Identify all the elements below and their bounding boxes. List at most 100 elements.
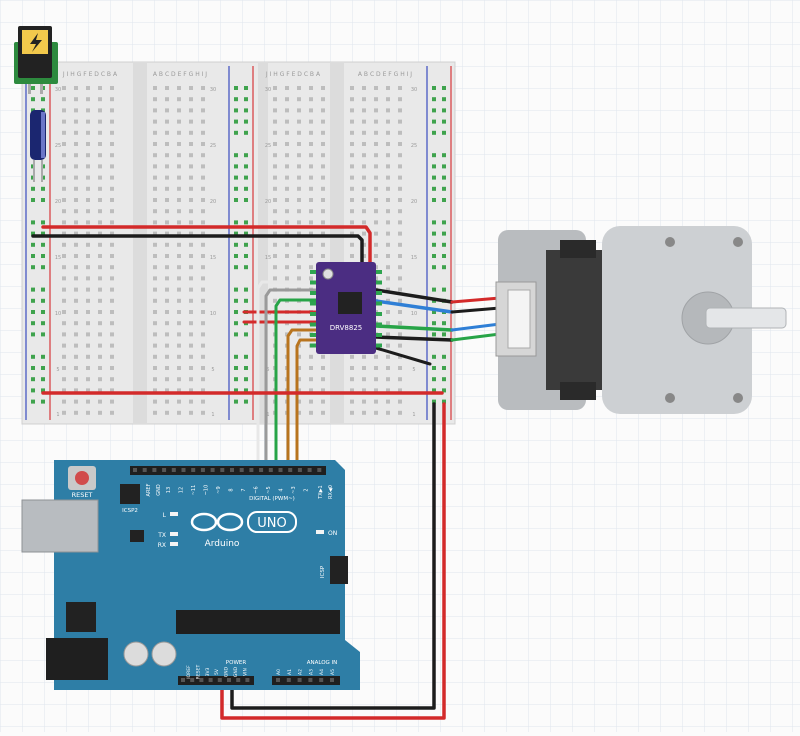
breadboard-hole	[362, 209, 366, 214]
digital-pin-label: 8	[229, 488, 235, 491]
breadboard-hole	[86, 265, 90, 270]
rail-hole	[234, 254, 238, 258]
breadboard-hole	[86, 321, 90, 326]
breadboard-hole	[110, 265, 114, 270]
breadboard-hole	[285, 265, 289, 270]
rail-hole	[31, 366, 35, 370]
rail-hole	[244, 86, 248, 90]
rail-hole	[234, 377, 238, 382]
rail-hole	[442, 388, 446, 393]
breadboard-hole	[110, 276, 114, 281]
rail-hole	[244, 153, 248, 158]
rail-hole	[244, 354, 248, 359]
breadboard-hole	[398, 310, 402, 314]
breadboard-hole	[189, 186, 193, 191]
header-pin	[152, 468, 157, 472]
breadboard-hole	[62, 399, 66, 404]
rail-hole	[442, 287, 446, 292]
breadboard-hole	[362, 366, 366, 370]
breadboard-hole	[98, 276, 102, 281]
rail-hole	[234, 175, 238, 180]
motor-lead-blue	[450, 322, 502, 332]
breadboard-hole	[398, 119, 402, 124]
column-letters-top-far: A B C D E F G H I J	[358, 71, 412, 78]
driver-pin	[376, 280, 382, 285]
rail-hole	[41, 321, 45, 326]
breadboard-hole	[74, 175, 78, 180]
breadboard-hole	[177, 354, 181, 359]
breadboard-hole	[177, 310, 181, 314]
digital-pin-label: 4	[279, 488, 285, 491]
breadboard-hole	[374, 198, 378, 202]
header-pin	[268, 468, 273, 472]
breadboard-hole	[165, 242, 169, 247]
breadboard-hole	[297, 354, 301, 359]
breadboard-hole	[153, 276, 157, 281]
breadboard-hole	[350, 209, 354, 214]
breadboard-hole	[201, 298, 205, 303]
breadboard-hole	[297, 343, 301, 348]
breadboard-hole	[153, 86, 157, 90]
rail-hole	[432, 332, 436, 337]
rail-hole	[442, 231, 446, 236]
wire-motor-black-a	[374, 288, 454, 304]
breadboard-hole	[273, 220, 277, 225]
breadboard-hole	[189, 388, 193, 393]
rail-hole	[31, 231, 35, 236]
reset-button[interactable]	[75, 471, 89, 485]
rail-hole	[432, 399, 436, 404]
breadboard-hole	[74, 354, 78, 359]
breadboard-hole	[273, 276, 277, 281]
breadboard-hole	[273, 164, 277, 169]
rail-hole	[41, 97, 45, 102]
breadboard-hole	[362, 242, 366, 247]
breadboard-hole	[362, 410, 366, 415]
breadboard-hole	[189, 108, 193, 113]
breadboard-hole	[153, 97, 157, 102]
rail-hole	[41, 399, 45, 404]
analog-pin-label: A5	[330, 669, 336, 675]
rail-hole	[234, 231, 238, 236]
breadboard-hole	[177, 153, 181, 158]
breadboard-hole	[297, 164, 301, 169]
breadboard-hole	[362, 130, 366, 135]
breadboard-hole	[350, 97, 354, 102]
header-pin	[276, 678, 280, 682]
voltage-regulator	[66, 602, 96, 632]
breadboard-hole	[110, 310, 114, 314]
breadboard-hole	[350, 198, 354, 202]
rail-hole	[244, 220, 248, 225]
breadboard-hole	[98, 97, 102, 102]
breadboard-hole	[98, 142, 102, 146]
breadboard-hole	[285, 119, 289, 124]
breadboard-hole	[398, 175, 402, 180]
breadboard-hole	[110, 242, 114, 247]
breadboard-hole	[386, 310, 390, 314]
breadboard-hole	[350, 86, 354, 90]
breadboard-hole	[374, 220, 378, 225]
rail-hole	[244, 108, 248, 113]
breadboard-hole	[386, 254, 390, 258]
rail-hole	[234, 97, 238, 102]
breadboard-hole	[189, 119, 193, 124]
digital-pin-label: 2	[304, 488, 310, 491]
rail-hole	[244, 377, 248, 382]
breadboard-hole	[285, 231, 289, 236]
breadboard-hole	[165, 276, 169, 281]
rail-hole	[234, 388, 238, 393]
arduino-logo: UNO Arduino	[190, 511, 297, 549]
breadboard-hole	[309, 119, 313, 124]
breadboard-hole	[177, 254, 181, 258]
motor-lead-black	[450, 306, 502, 314]
wire-5v-to-arduino	[220, 402, 446, 720]
stepper-motor	[495, 226, 787, 414]
breadboard-hole	[74, 198, 78, 202]
breadboard-hole	[321, 220, 325, 225]
breadboard-hole	[362, 377, 366, 382]
digital-pin-label: ~6	[254, 486, 260, 493]
breadboard-hole	[309, 108, 313, 113]
breadboard-hole	[201, 130, 205, 135]
breadboard-hole	[321, 254, 325, 258]
breadboard-hole	[62, 97, 66, 102]
motor-shaft	[705, 307, 787, 329]
